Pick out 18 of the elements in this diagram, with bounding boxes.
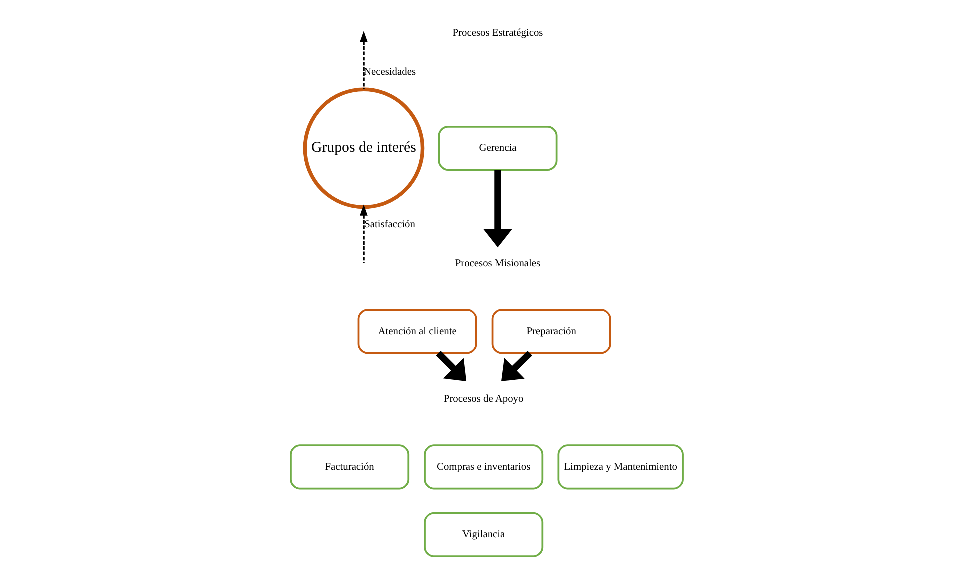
node-box: Vigilancia — [424, 512, 544, 558]
node-text: Procesos Estratégicos — [452, 28, 544, 39]
node-text: Procesos Misionales — [455, 258, 541, 270]
arrow — [436, 351, 467, 382]
edge-label: Satisfacción — [364, 220, 416, 231]
arrow — [483, 170, 513, 248]
node-box: Gerencia — [438, 126, 558, 171]
node-box: Limpieza y Mantenimiento — [558, 444, 684, 490]
node-text: Procesos de Apoyo — [444, 394, 524, 406]
arrow — [502, 350, 532, 382]
edge-label: Necesidades — [364, 66, 416, 78]
node-circle: Grupos de interés — [303, 88, 425, 210]
arrow — [360, 31, 368, 90]
node-box: Facturación — [290, 444, 410, 490]
node-box: Compras e inventarios — [424, 444, 544, 490]
node-box: Atención al cliente — [358, 309, 478, 354]
arrow — [360, 204, 368, 264]
node-box: Preparación — [492, 309, 612, 354]
